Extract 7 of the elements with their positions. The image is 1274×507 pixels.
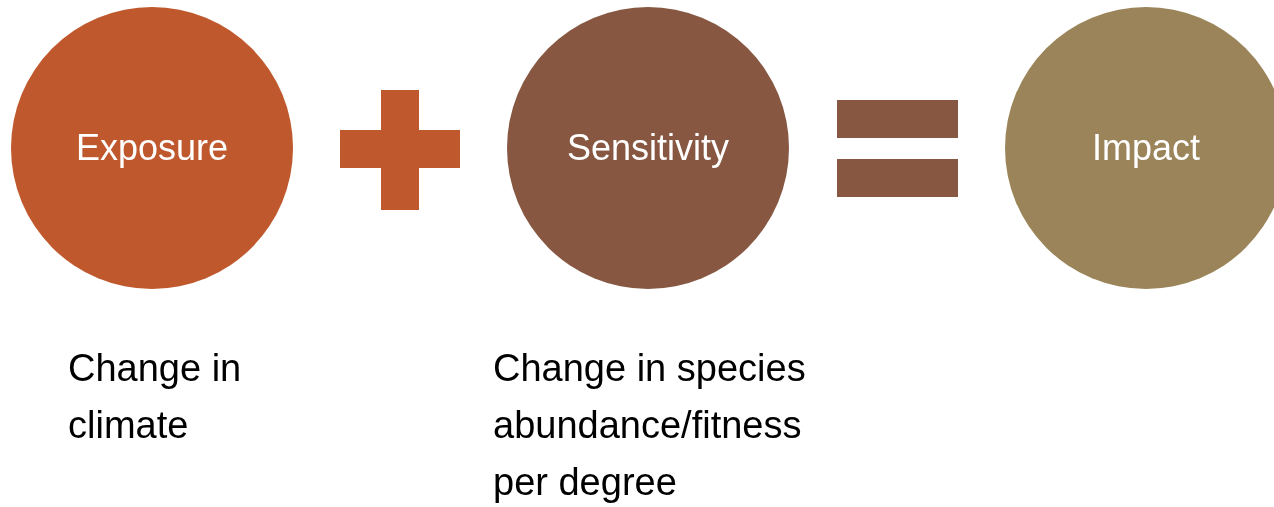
description-text: Change in climate bbox=[68, 346, 243, 448]
description-text: Change in species abundance/fitness per degree bbox=[493, 346, 807, 505]
plus-sign bbox=[340, 90, 460, 210]
node-label: Impact bbox=[1091, 127, 1200, 169]
node-label: Sensitivity bbox=[566, 127, 730, 169]
equals-sign bbox=[837, 100, 958, 197]
node-label: Exposure bbox=[75, 127, 229, 169]
